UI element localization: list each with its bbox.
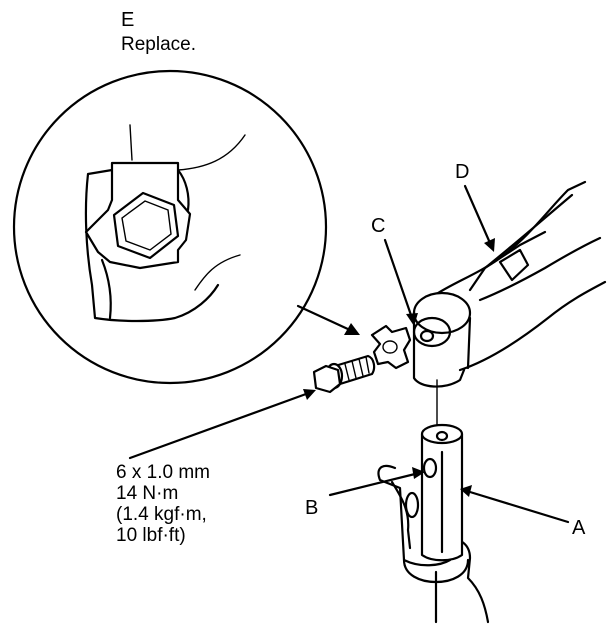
pinch-bolt-hole-c — [419, 329, 435, 343]
ball-joint-boss — [412, 291, 472, 335]
stud-groove-b — [422, 457, 438, 479]
torque-kgf: (1.4 kgf·m, — [116, 504, 207, 525]
hex-bolt-head-detail — [112, 191, 180, 260]
callout-c: C — [371, 215, 386, 237]
callout-d: D — [455, 161, 470, 183]
torque-nm: 14 N·m — [116, 483, 179, 504]
callout-e: E — [121, 9, 135, 31]
lock-tab-washer — [370, 324, 412, 370]
leader-lines — [128, 184, 570, 524]
bolt-size: 6 x 1.0 mm — [116, 462, 210, 483]
knuckle-and-ball-joint-stud — [377, 423, 490, 624]
callout-b: B — [305, 497, 319, 519]
callout-a: A — [572, 517, 586, 539]
torque-lbf: 10 lbf·ft) — [116, 525, 186, 546]
detail-view-circle — [12, 69, 328, 385]
control-arm — [412, 180, 607, 388]
detail-pointer-arrow — [296, 304, 360, 335]
flange-bolt — [312, 354, 376, 394]
torque-spec-block: 6 x 1.0 mm 14 N·m (1.4 kgf·m, 10 lbf·ft) — [116, 462, 210, 546]
callout-e-note: Replace. — [121, 34, 196, 55]
